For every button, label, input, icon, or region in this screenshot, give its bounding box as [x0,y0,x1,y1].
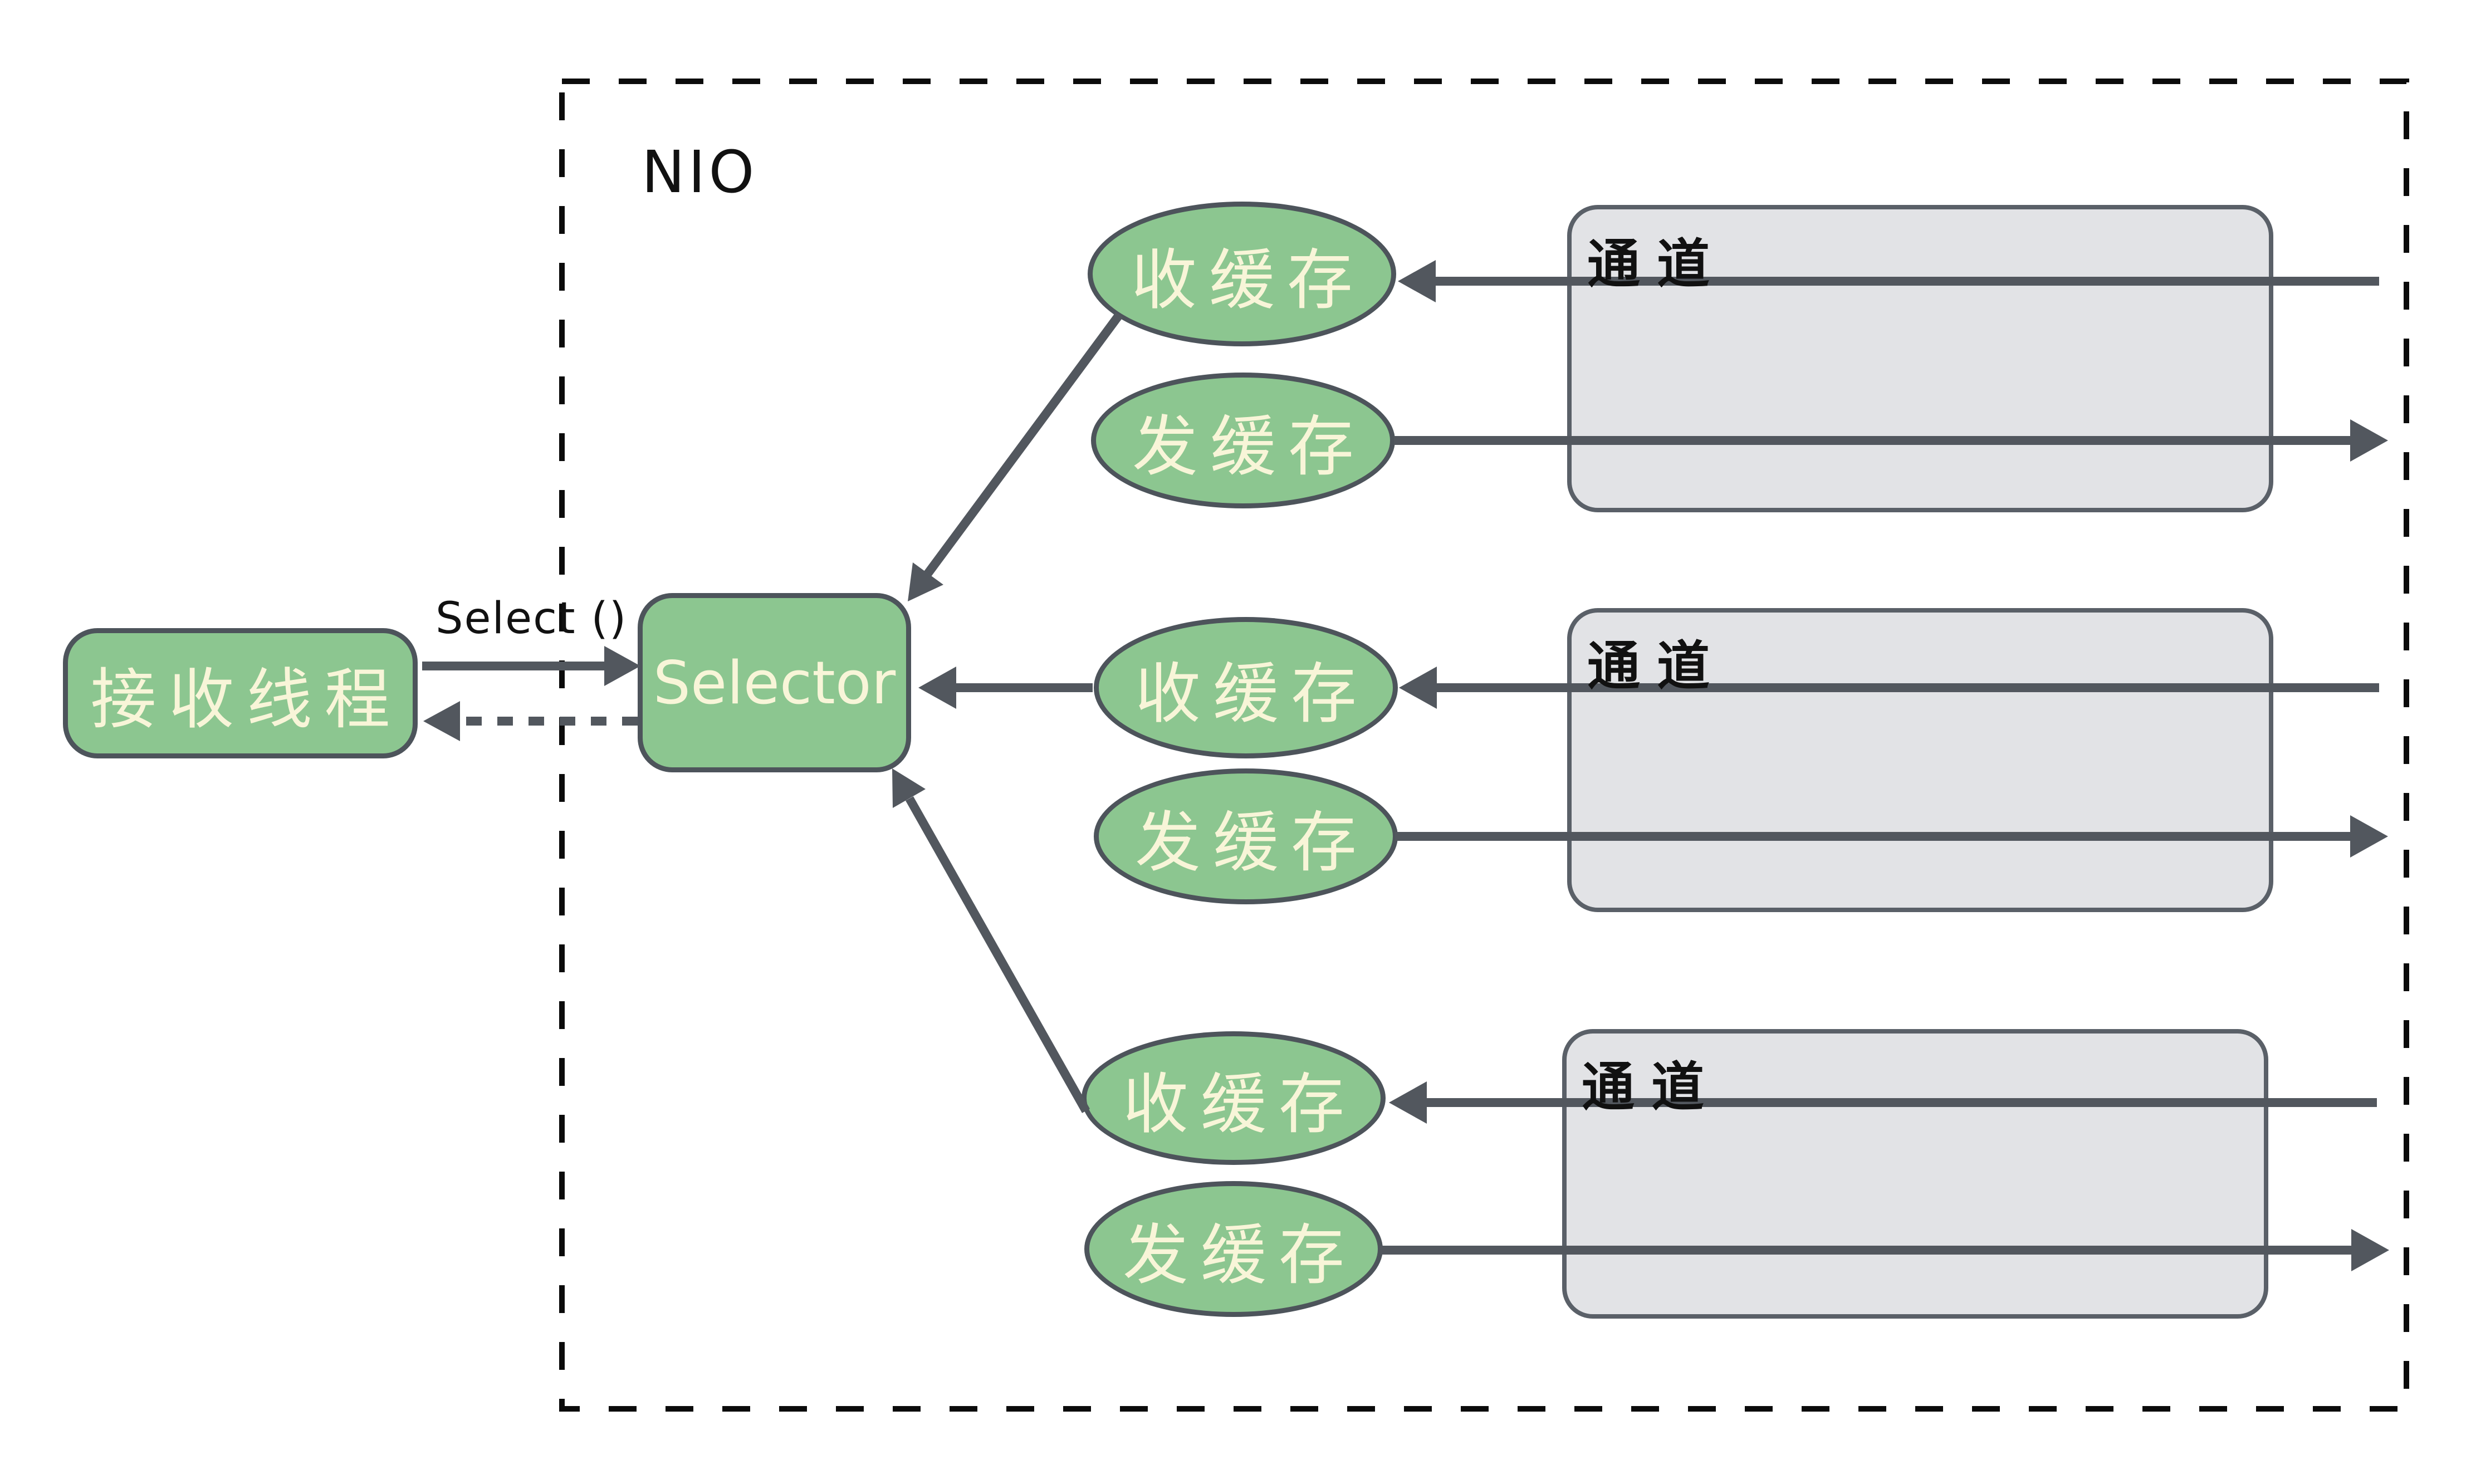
recv3-to-selector-arrowhead [892,768,926,808]
recv-buffer-ellipse-1: 收缓存 [1088,202,1396,346]
send-buffer-label-1: 发缓存 [1132,408,1366,485]
send-buffer-ellipse-1: 发缓存 [1091,373,1395,508]
selector-label: Selector [653,648,896,717]
send-buffer-label-3: 发缓存 [1122,1216,1357,1294]
channel-title-1: 通道 [1587,234,1727,295]
nio-frame-title: NIO [642,138,758,206]
recv-buffer-label-2: 收缓存 [1134,655,1369,732]
receiver-thread-node: 接收线程 [63,628,418,758]
receiver-thread-label: 接收线程 [90,660,403,738]
return-dashed-arrowhead [423,701,460,741]
selector-node: Selector [638,593,911,772]
recv3-to-selector-line [906,796,1090,1113]
recv1-to-selector-arrowhead [908,562,943,601]
send-buffer-label-2: 发缓存 [1134,804,1369,881]
channel2-out-arrowhead [2350,815,2388,858]
send-buffer-ellipse-3: 发缓存 [1084,1181,1383,1317]
recv-buffer-label-3: 收缓存 [1122,1065,1357,1143]
channel1-in-arrowhead [1398,260,1436,302]
recv2-to-selector-arrowhead [918,667,956,709]
select-call-label: Select () [436,594,628,644]
channel-title-3: 通道 [1582,1057,1721,1118]
channel3-in-arrowhead [1389,1081,1427,1124]
channel1-out-arrowhead [2350,419,2388,462]
recv-buffer-label-1: 收缓存 [1131,241,1365,319]
channel2-in-arrowhead [1399,667,1437,709]
select-call-arrowhead [604,646,640,686]
channel3-out-arrowhead [2351,1229,2389,1271]
send-buffer-ellipse-2: 发缓存 [1094,768,1398,904]
recv-buffer-ellipse-3: 收缓存 [1082,1031,1386,1165]
channel-title-2: 通道 [1587,636,1727,697]
recv-buffer-ellipse-2: 收缓存 [1094,617,1398,758]
